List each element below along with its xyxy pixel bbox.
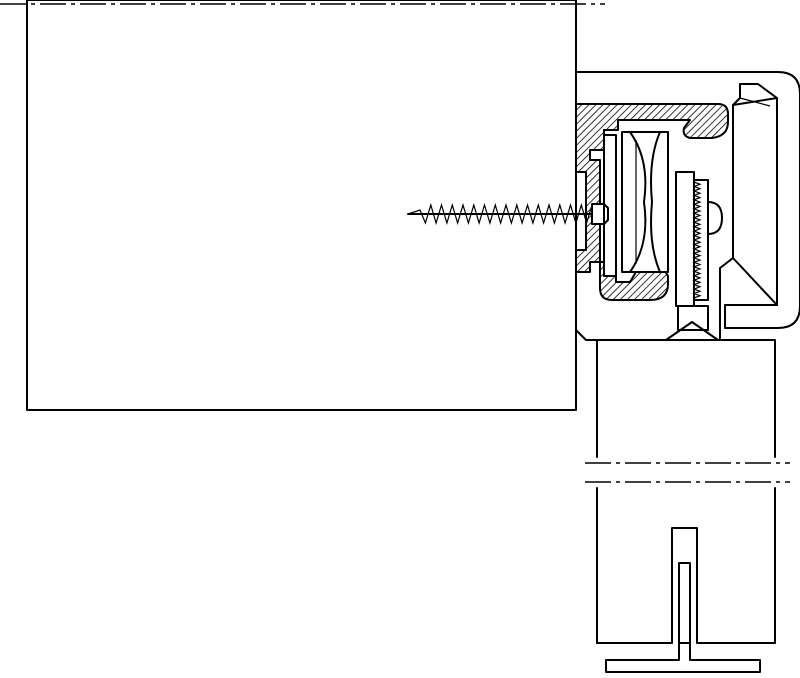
- mounting-screw: [407, 197, 609, 231]
- floor-guide: [605, 527, 761, 673]
- door-panel: [585, 339, 790, 644]
- roller-wheel: [621, 131, 669, 273]
- ceiling-block: [26, 0, 577, 411]
- hanger-plate: [665, 171, 723, 341]
